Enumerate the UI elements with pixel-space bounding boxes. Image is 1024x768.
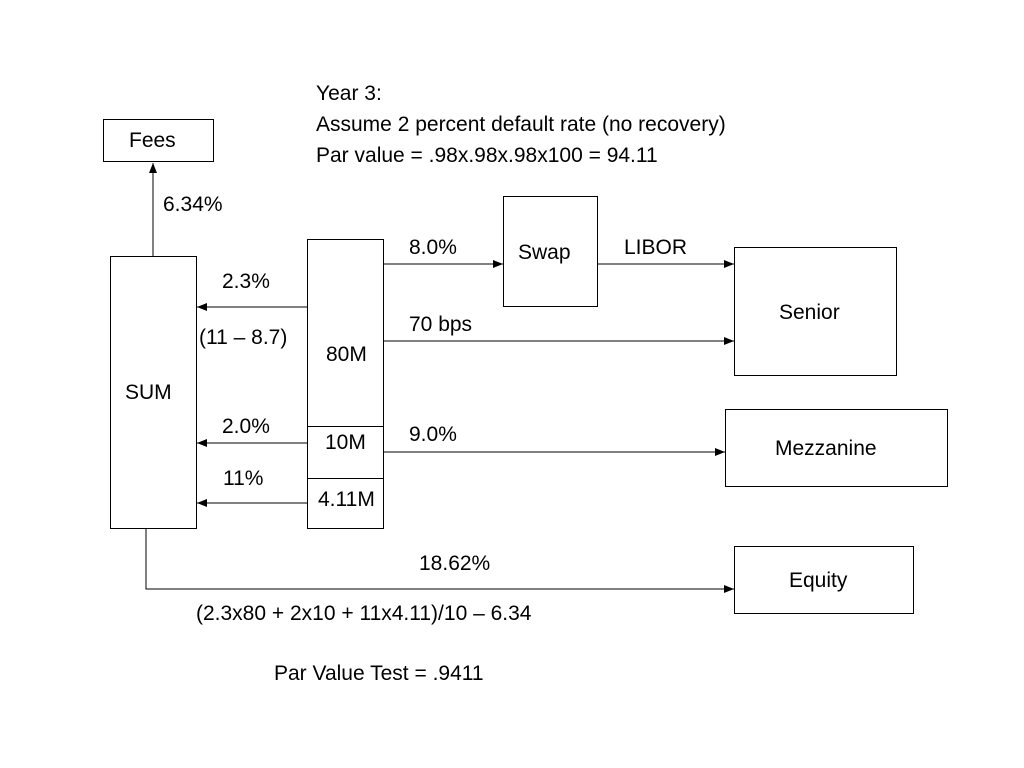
mezzanine-rate: 9.0% (409, 423, 457, 446)
mezzanine-box: Mezzanine (725, 409, 948, 487)
senior-excess-rate: 2.3% (222, 270, 270, 293)
swap-out-rate: LIBOR (624, 236, 688, 259)
par-value-test: Par Value Test = .9411 (274, 662, 484, 685)
collateral-column (307, 239, 384, 529)
fees-rate-label: 6.34% (163, 193, 223, 216)
fees-label: Fees (129, 129, 176, 152)
tranche-divider (307, 426, 384, 427)
equity-rate: 18.62% (419, 552, 491, 575)
senior-label: Senior (779, 301, 840, 324)
equity-box: Equity (734, 546, 914, 614)
mezzanine-tranche-size: 10M (325, 431, 366, 454)
senior-tranche-size: 80M (326, 343, 367, 366)
swap-in-rate: 8.0% (409, 236, 457, 259)
equity-tranche-size: 4.11M (318, 488, 375, 511)
swap-box: Swap (503, 196, 598, 307)
equity-formula: (2.3x80 + 2x10 + 11x4.11)/10 – 6.34 (196, 602, 532, 625)
senior-box: Senior (734, 247, 897, 376)
sum-to-equity-arrow (145, 528, 734, 593)
mezzanine-label: Mezzanine (775, 437, 877, 460)
swap-label: Swap (518, 241, 571, 264)
header-year: Year 3: (316, 82, 382, 105)
senior-spread: 70 bps (409, 313, 473, 336)
mezzanine-excess-rate: 2.0% (222, 415, 270, 438)
sum-label: SUM (125, 381, 172, 404)
header-par-value: Par value = .98x.98x.98x100 = 94.11 (316, 144, 658, 167)
tranche-divider (307, 478, 384, 479)
fees-box: Fees (103, 119, 214, 162)
header-assumption: Assume 2 percent default rate (no recove… (316, 113, 726, 136)
equity-excess-rate: 11% (223, 467, 264, 490)
sum-box: SUM (110, 256, 197, 529)
senior-excess-formula: (11 – 8.7) (199, 326, 288, 349)
equity-label: Equity (789, 569, 848, 592)
